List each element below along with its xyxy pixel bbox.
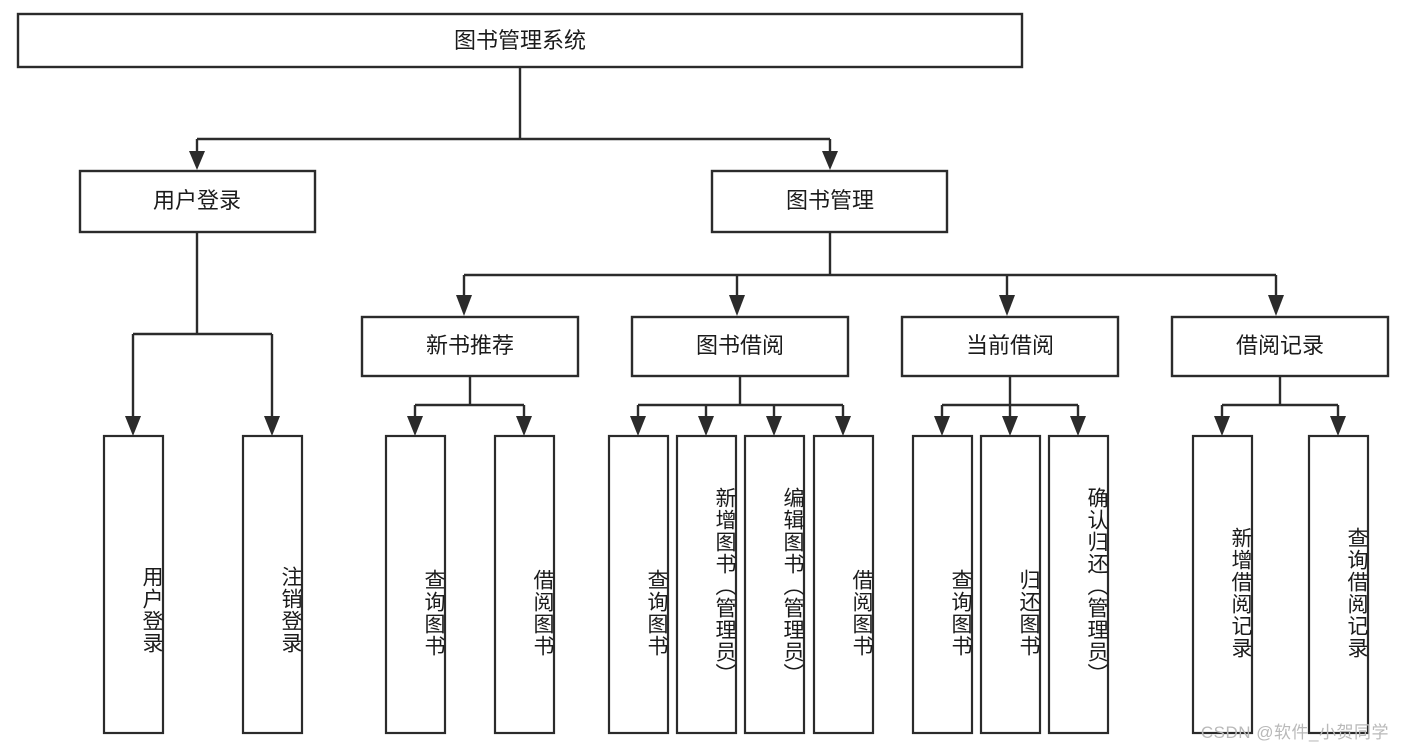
node-user-login[interactable]: 用户登录	[78, 169, 317, 234]
node-book-manage[interactable]: 图书管理	[710, 169, 949, 234]
leaf-box-user-logout[interactable]	[241, 434, 304, 735]
arrow-leaf-user-logout	[264, 416, 280, 436]
arrow-leaf-query-book-1	[407, 416, 423, 436]
node-borrow-record-label: 借阅记录	[1236, 333, 1324, 358]
node-new-book-recommend-box[interactable]	[360, 315, 580, 378]
node-root-label: 图书管理系统	[454, 28, 586, 53]
node-book-manage-label: 图书管理	[786, 188, 874, 213]
node-book-borrow-label: 图书借阅	[696, 333, 784, 358]
arrow-leaf-add-record	[1214, 416, 1230, 436]
leaf-box-edit-book[interactable]	[743, 434, 806, 735]
arrow-leaf-edit-book	[766, 416, 782, 436]
node-user-login-label: 用户登录	[153, 188, 241, 213]
node-book-borrow[interactable]: 图书借阅	[630, 315, 850, 378]
leaf-box-borrow-book-2[interactable]	[812, 434, 875, 735]
arrow-to-borrow-record	[1268, 295, 1284, 316]
edges-layer	[125, 67, 1346, 436]
arrow-leaf-borrow-book-2	[835, 416, 851, 436]
node-borrow-record[interactable]: 借阅记录	[1170, 315, 1390, 378]
arrow-leaf-query-record	[1330, 416, 1346, 436]
leaf-box-query-record[interactable]	[1307, 434, 1370, 735]
arrow-leaf-add-book	[698, 416, 714, 436]
node-new-book-recommend[interactable]: 新书推荐	[360, 315, 580, 378]
leaf-box-borrow-book-1[interactable]	[493, 434, 556, 735]
node-book-manage-box[interactable]	[710, 169, 949, 234]
node-book-borrow-box[interactable]	[630, 315, 850, 378]
node-new-book-recommend-label: 新书推荐	[426, 333, 514, 358]
arrow-leaf-borrow-book-1	[516, 416, 532, 436]
leaf-box-query-book-3[interactable]	[911, 434, 974, 735]
node-root-box[interactable]	[16, 12, 1024, 69]
arrow-to-book-manage	[822, 151, 838, 170]
node-current-borrow-box[interactable]	[900, 315, 1120, 378]
leaf-box-add-record[interactable]	[1191, 434, 1254, 735]
leaf-box-query-book-2[interactable]	[607, 434, 670, 735]
leaf-box-add-book[interactable]	[675, 434, 738, 735]
leaf-box-user-login[interactable]	[102, 434, 165, 735]
arrow-to-current-borrow	[999, 295, 1015, 316]
arrow-to-user-login	[189, 151, 205, 170]
arrow-leaf-query-book-3	[934, 416, 950, 436]
node-user-login-box[interactable]	[78, 169, 317, 234]
leaf-box-confirm-return[interactable]	[1047, 434, 1110, 735]
arrow-leaf-user-login	[125, 416, 141, 436]
leaf-box-return-book[interactable]	[979, 434, 1042, 735]
node-current-borrow-label: 当前借阅	[966, 333, 1054, 358]
arrow-leaf-return-book	[1002, 416, 1018, 436]
leaf-box-query-book-1[interactable]	[384, 434, 447, 735]
leaf-boxes-layer	[102, 434, 1370, 735]
arrow-to-book-borrow	[729, 295, 745, 316]
csdn-watermark: CSDN @软件_小贺同学	[1200, 723, 1389, 742]
node-root[interactable]: 图书管理系统	[16, 12, 1024, 69]
node-borrow-record-box[interactable]	[1170, 315, 1390, 378]
arrow-leaf-query-book-2	[630, 416, 646, 436]
arrow-to-new-book-recommend	[456, 295, 472, 316]
node-current-borrow[interactable]: 当前借阅	[900, 315, 1120, 378]
arrow-leaf-confirm-return	[1070, 416, 1086, 436]
